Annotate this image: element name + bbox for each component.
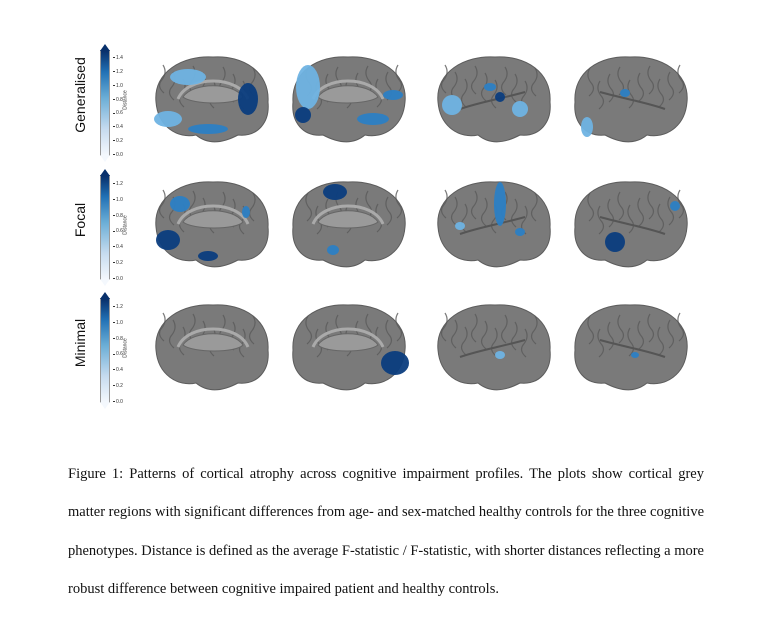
- colorbar-label: Distance: [122, 214, 129, 235]
- corpus-callosum: [182, 210, 244, 229]
- colorbar-tick: 1.0: [113, 320, 123, 326]
- brain-lateral-right: [570, 172, 695, 272]
- colorbar-tick: 0.4: [113, 124, 123, 130]
- atrophy-region: [581, 117, 593, 137]
- atrophy-region: [170, 69, 206, 85]
- atrophy-region: [442, 95, 462, 115]
- colorbar-tick: 0.2: [113, 383, 123, 389]
- colorbar-tick: 0.0: [113, 152, 123, 158]
- atrophy-region: [156, 230, 180, 250]
- sylvian-fissure: [599, 216, 666, 235]
- colorbar-tick: 0.6: [113, 228, 123, 234]
- figure-caption: Figure 1: Patterns of cortical atrophy a…: [68, 465, 704, 598]
- colorbar-tick: 0.8: [113, 213, 123, 219]
- colorbar-tick: 1.4: [113, 55, 123, 61]
- colorbar: 0.0 0.2 0.4 0.6 0.8 1.0 1.2: [100, 169, 123, 286]
- colorbar-tick: 1.0: [113, 83, 123, 89]
- atrophy-region: [296, 65, 320, 109]
- colorbar-tick: 0.0: [113, 399, 123, 405]
- atrophy-region: [383, 90, 403, 100]
- row-label: Minimal: [72, 318, 88, 367]
- atrophy-region: [323, 184, 347, 200]
- colorbar-tick: 0.2: [113, 138, 123, 144]
- colorbar-tick: 0.6: [113, 351, 123, 357]
- atrophy-region: [512, 101, 528, 117]
- colorbar: 0.0 0.2 0.4 0.6 0.8 1.0 1.2 1.4: [100, 44, 123, 162]
- brain-medial-right: [288, 295, 413, 395]
- colorbar-tick: 1.2: [113, 181, 123, 187]
- colorbar-tick: 1.0: [113, 197, 123, 203]
- atrophy-region: [670, 201, 680, 211]
- brain-lateral-left: [430, 47, 555, 147]
- sylvian-fissure: [599, 91, 666, 110]
- colorbar: 0.0 0.2 0.4 0.6 0.8 1.0 1.2: [100, 292, 123, 409]
- brain-lateral-left: [430, 172, 555, 272]
- colorbar-tick: 0.4: [113, 367, 123, 373]
- corpus-callosum: [182, 333, 244, 352]
- atrophy-region: [455, 222, 465, 230]
- atrophy-region: [605, 232, 625, 252]
- colorbar-tick: 1.2: [113, 69, 123, 75]
- corpus-callosum: [317, 333, 379, 352]
- brain-medial-left: [148, 172, 273, 272]
- atrophy-region: [381, 351, 409, 375]
- brain-lateral-right: [570, 295, 695, 395]
- row-label: Generalised: [72, 57, 88, 133]
- corpus-callosum: [317, 210, 379, 229]
- atrophy-region: [170, 196, 190, 212]
- atrophy-region: [620, 89, 630, 97]
- atrophy-region: [327, 245, 339, 255]
- atrophy-region: [295, 107, 311, 123]
- sylvian-fissure: [599, 339, 666, 358]
- sylvian-fissure: [459, 216, 526, 235]
- brain-lateral-right: [570, 47, 695, 147]
- sylvian-fissure: [459, 339, 526, 358]
- atrophy-region: [188, 124, 228, 134]
- atrophy-region: [495, 351, 505, 359]
- colorbar-tick: 1.2: [113, 304, 123, 310]
- colorbar-tick: 0.0: [113, 276, 123, 282]
- atrophy-region: [238, 83, 258, 115]
- colorbar-tick: 0.2: [113, 260, 123, 266]
- brain-medial-right: [288, 47, 413, 147]
- row-label: Focal: [72, 202, 88, 237]
- atrophy-region: [484, 83, 496, 91]
- colorbar-tick: 0.4: [113, 244, 123, 250]
- brain-medial-right: [288, 172, 413, 272]
- colorbar-label: Distance: [122, 90, 129, 110]
- colorbar-tick: 0.8: [113, 336, 123, 342]
- brain-lateral-left: [430, 295, 555, 395]
- colorbar-label: Distance: [122, 337, 129, 358]
- atrophy-region: [198, 251, 218, 261]
- atrophy-region: [631, 352, 639, 358]
- atrophy-region: [495, 92, 505, 102]
- colorbar-tick: 0.6: [113, 110, 123, 116]
- atrophy-region: [242, 206, 250, 218]
- atrophy-region: [515, 228, 525, 236]
- brain-medial-left: [148, 47, 273, 147]
- atrophy-region: [357, 113, 389, 125]
- sylvian-fissure: [459, 91, 526, 110]
- atrophy-region: [494, 182, 506, 226]
- atrophy-region: [154, 111, 182, 127]
- colorbar-tick: 0.8: [113, 97, 123, 103]
- brain-medial-left: [148, 295, 273, 395]
